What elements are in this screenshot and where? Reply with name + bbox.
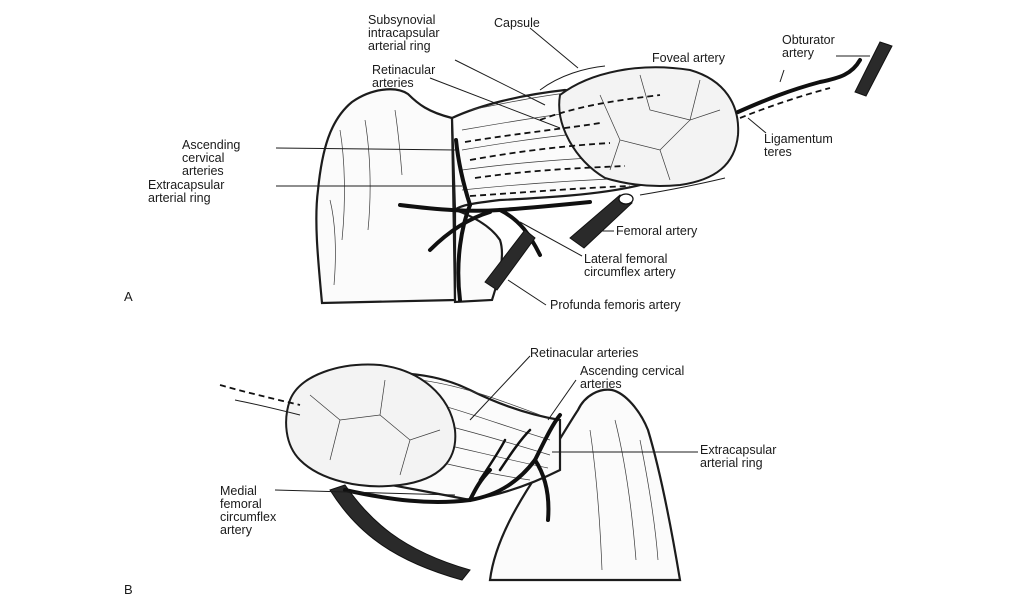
foveal-artery [738,60,860,112]
label-subsynovial: Subsynovial intracapsular arterial ring [368,13,443,53]
label-retinacular: Retinacular arteries [372,63,439,90]
label-femoral: Femoral artery [616,224,698,238]
leader [548,380,576,420]
leader [530,28,578,68]
label-capsule: Capsule [494,16,540,30]
obturator-artery-vessel [855,42,892,96]
leader [508,280,546,305]
label-medial-femoral: Medial femoral circumflex artery [220,484,280,537]
label-retinacular-b: Retinacular arteries [530,346,638,360]
leader [748,118,766,133]
figure-b: Retinacular arteries Ascending cervical … [124,346,780,597]
label-ascending-b: Ascending cervical arteries [580,364,688,391]
figure-a: Subsynovial intracapsular arterial ring … [124,13,892,312]
panel-label-b: B [124,582,133,597]
label-extracapsular-a: Extracapsular arterial ring [148,178,228,205]
label-ascending-a: Ascending cervical arteries [182,138,244,178]
label-ligamentum: Ligamentum teres [764,132,836,159]
femoral-artery-lumen [619,194,633,204]
label-profunda: Profunda femoris artery [550,298,681,312]
label-foveal: Foveal artery [652,51,726,65]
label-extracapsular-b: Extracapsular arterial ring [700,443,780,470]
label-obturator: Obturator artery [782,33,838,60]
leader [780,70,784,82]
leader [455,60,545,105]
femur-shaft-a [316,89,455,303]
ligamentum-teres-dashed-b [220,385,300,405]
panel-label-a: A [124,289,133,304]
label-lateral-femoral: Lateral femoral circumflex artery [584,252,676,279]
